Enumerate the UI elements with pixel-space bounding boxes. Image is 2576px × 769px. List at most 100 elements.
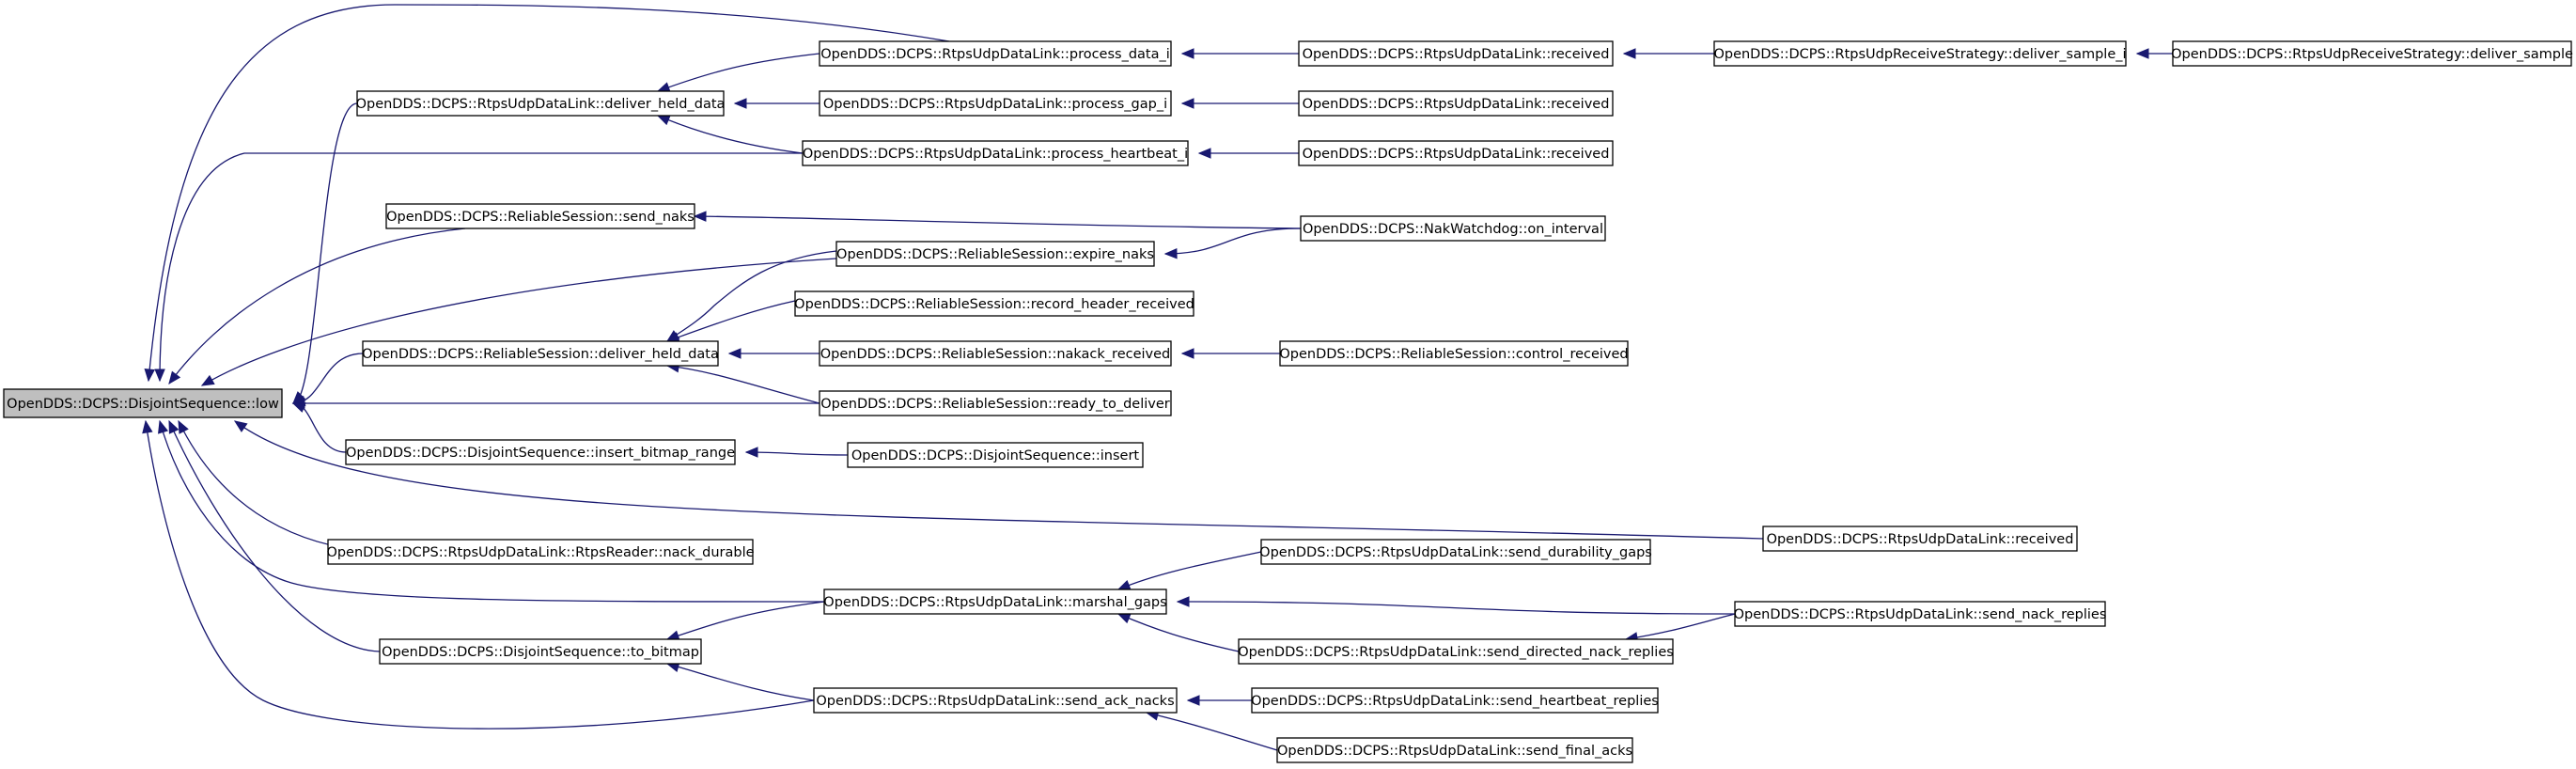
node-opendds-dcps-rtpsudpdatalink-send-heartbeat-replies[interactable]: OpenDDS::DCPS::RtpsUdpDataLink::send_hea… <box>1251 687 1659 714</box>
node-opendds-dcps-rtpsudpdatalink-send-nack-replies[interactable]: OpenDDS::DCPS::RtpsUdpDataLink::send_nac… <box>1734 601 2107 627</box>
node-label: OpenDDS::DCPS::NakWatchdog::on_interval <box>1303 222 1603 237</box>
node-label: OpenDDS::DCPS::ReliableSession::deliver_… <box>362 347 719 362</box>
node-box <box>819 90 1172 117</box>
node-label: OpenDDS::DCPS::RtpsUdpDataLink::marshal_… <box>823 595 1166 610</box>
node-opendds-dcps-disjointsequence-to-bitmap[interactable]: OpenDDS::DCPS::DisjointSequence::to_bitm… <box>379 638 702 665</box>
node-opendds-dcps-rtpsudpdatalink-process-heartbeat-i[interactable]: OpenDDS::DCPS::RtpsUdpDataLink::process_… <box>802 140 1189 166</box>
node-box <box>327 539 754 565</box>
node-box <box>1298 40 1614 67</box>
node-label: OpenDDS::DCPS::DisjointSequence::insert_… <box>346 446 735 461</box>
node-box <box>379 638 702 665</box>
node-box <box>1260 539 1651 565</box>
node-opendds-dcps-rtpsudpdatalink-received[interactable]: OpenDDS::DCPS::RtpsUdpDataLink::received <box>1298 40 1614 67</box>
node-opendds-dcps-rtpsudpdatalink-send-ack-nacks[interactable]: OpenDDS::DCPS::RtpsUdpDataLink::send_ack… <box>813 687 1178 714</box>
node-opendds-dcps-disjointsequence-insert-bitmap-range[interactable]: OpenDDS::DCPS::DisjointSequence::insert_… <box>345 439 736 465</box>
node-box <box>1300 215 1606 242</box>
node-label: OpenDDS::DCPS::RtpsUdpDataLink::send_dir… <box>1238 645 1674 660</box>
node-opendds-dcps-rtpsudpdatalink-marshal-gaps[interactable]: OpenDDS::DCPS::RtpsUdpDataLink::marshal_… <box>823 589 1167 615</box>
arrow-head-icon <box>1622 48 1636 59</box>
node-box <box>794 290 1194 317</box>
edge-opendds-dcps-rtpsudpdatalink-send-directed-nack-replies-to-opendds-dcps-rtpsudpdatalink-marshal-gaps <box>1117 613 1240 652</box>
node-opendds-dcps-disjointsequence-insert[interactable]: OpenDDS::DCPS::DisjointSequence::insert <box>847 442 1144 468</box>
node-opendds-dcps-reliablesession-control-received[interactable]: OpenDDS::DCPS::ReliableSession::control_… <box>1279 340 1629 367</box>
node-box <box>819 390 1172 416</box>
node-opendds-dcps-rtpsudpdatalink-received[interactable]: OpenDDS::DCPS::RtpsUdpDataLink::received <box>1762 526 2078 552</box>
node-label: OpenDDS::DCPS::ReliableSession::send_nak… <box>386 210 695 225</box>
node-opendds-dcps-rtpsudpdatalink-process-data-i[interactable]: OpenDDS::DCPS::RtpsUdpDataLink::process_… <box>819 40 1172 67</box>
node-label: OpenDDS::DCPS::RtpsUdpDataLink::received <box>1303 47 1610 62</box>
arrow-head-icon <box>744 447 758 458</box>
node-box <box>1276 737 1633 763</box>
node-label: OpenDDS::DCPS::ReliableSession::expire_n… <box>836 247 1154 262</box>
arrow-head-icon <box>1180 48 1194 59</box>
edge-opendds-dcps-rtpsudpdatalink-process-heartbeat-i-to-opendds-dcps-disjointsequence-low <box>159 152 803 382</box>
node-label: OpenDDS::DCPS::RtpsUdpDataLink::send_fin… <box>1277 744 1632 759</box>
edge-opendds-dcps-reliablesession-expire-naks-to-opendds-dcps-disjointsequence-low <box>201 258 837 386</box>
arrow-head-icon <box>154 369 165 383</box>
node-label: OpenDDS::DCPS::RtpsUdpDataLink::send_dur… <box>1259 545 1652 560</box>
node-label: OpenDDS::DCPS::RtpsUdpDataLink::process_… <box>820 47 1170 62</box>
node-opendds-dcps-reliablesession-ready-to-deliver[interactable]: OpenDDS::DCPS::ReliableSession::ready_to… <box>819 390 1172 416</box>
arrow-head-icon <box>727 348 742 359</box>
node-box <box>1762 526 2078 552</box>
node-opendds-dcps-rtpsudpreceivestrategy-deliver-sample[interactable]: OpenDDS::DCPS::RtpsUdpReceiveStrategy::d… <box>2171 40 2573 67</box>
node-label: OpenDDS::DCPS::ReliableSession::ready_to… <box>820 397 1170 412</box>
arrow-head-icon <box>1116 613 1132 624</box>
node-label: OpenDDS::DCPS::ReliableSession::control_… <box>1279 347 1628 362</box>
node-opendds-dcps-reliablesession-nakack-received[interactable]: OpenDDS::DCPS::ReliableSession::nakack_r… <box>819 340 1172 367</box>
node-opendds-dcps-reliablesession-deliver-held-data[interactable]: OpenDDS::DCPS::ReliableSession::deliver_… <box>362 340 719 367</box>
arrow-head-icon <box>1176 596 1190 607</box>
node-box <box>362 340 719 367</box>
node-opendds-dcps-disjointsequence-low[interactable]: OpenDDS::DCPS::DisjointSequence::low <box>3 388 283 418</box>
node-box <box>819 340 1172 367</box>
arrow-head-icon <box>733 98 747 109</box>
arrow-head-icon <box>168 370 181 385</box>
edge-opendds-dcps-disjointsequence-insert-to-opendds-dcps-disjointsequence-insert-bitmap-range <box>745 451 849 456</box>
node-label: OpenDDS::DCPS::RtpsUdpDataLink::send_nac… <box>1734 607 2107 622</box>
node-opendds-dcps-rtpsudpdatalink-rtpsreader-nack-durable[interactable]: OpenDDS::DCPS::RtpsUdpDataLink::RtpsRead… <box>326 539 755 565</box>
node-opendds-dcps-rtpsudpdatalink-send-final-acks[interactable]: OpenDDS::DCPS::RtpsUdpDataLink::send_fin… <box>1276 737 1633 763</box>
edge-opendds-dcps-rtpsudpdatalink-send-nack-replies-to-opendds-dcps-rtpsudpdatalink-send-directed-nack-replies <box>1625 613 1736 640</box>
edge-opendds-dcps-nakwatchdog-on-interval-to-opendds-dcps-reliablesession-send-naks <box>694 215 1302 229</box>
node-label: OpenDDS::DCPS::RtpsUdpDataLink::received <box>1303 97 1610 112</box>
node-label: OpenDDS::DCPS::RtpsUdpDataLink::received <box>1767 532 2074 547</box>
arrow-head-icon <box>158 419 169 434</box>
arrow-head-icon <box>168 419 180 434</box>
arrow-head-icon <box>1186 695 1200 706</box>
node-box <box>1734 601 2106 627</box>
node-opendds-dcps-rtpsudpdatalink-deliver-held-data[interactable]: OpenDDS::DCPS::RtpsUdpDataLink::deliver_… <box>356 90 726 117</box>
node-opendds-dcps-reliablesession-record-header-received[interactable]: OpenDDS::DCPS::ReliableSession::record_h… <box>794 290 1194 317</box>
node-box <box>813 687 1178 714</box>
edge-opendds-dcps-rtpsudpdatalink-received-to-opendds-dcps-disjointsequence-low <box>234 420 1764 540</box>
edge-opendds-dcps-reliablesession-expire-naks-to-opendds-dcps-reliablesession-deliver-held-data <box>666 250 837 342</box>
node-opendds-dcps-rtpsudpdatalink-process-gap-i[interactable]: OpenDDS::DCPS::RtpsUdpDataLink::process_… <box>819 90 1172 117</box>
node-opendds-dcps-rtpsudpdatalink-send-durability-gaps[interactable]: OpenDDS::DCPS::RtpsUdpDataLink::send_dur… <box>1259 539 1652 565</box>
node-opendds-dcps-rtpsudpdatalink-send-directed-nack-replies[interactable]: OpenDDS::DCPS::RtpsUdpDataLink::send_dir… <box>1238 638 1674 665</box>
node-box <box>1251 687 1659 714</box>
edge-opendds-dcps-rtpsudpdatalink-marshal-gaps-to-opendds-dcps-disjointsequence-to-bitmap <box>666 601 825 640</box>
node-label: OpenDDS::DCPS::RtpsUdpDataLink::send_ack… <box>816 694 1174 709</box>
arrow-head-icon <box>178 419 189 434</box>
node-opendds-dcps-nakwatchdog-on-interval[interactable]: OpenDDS::DCPS::NakWatchdog::on_interval <box>1300 215 1606 242</box>
node-opendds-dcps-rtpsudpdatalink-received[interactable]: OpenDDS::DCPS::RtpsUdpDataLink::received <box>1298 140 1614 166</box>
edge-opendds-dcps-rtpsudpdatalink-deliver-held-data-to-opendds-dcps-disjointsequence-low <box>292 102 358 404</box>
node-box <box>2172 40 2572 67</box>
edge-opendds-dcps-rtpsudpdatalink-send-final-acks-to-opendds-dcps-rtpsudpdatalink-send-ack-nacks <box>1146 712 1278 751</box>
node-box <box>802 140 1189 166</box>
node-box <box>1298 90 1614 117</box>
node-opendds-dcps-reliablesession-send-naks[interactable]: OpenDDS::DCPS::ReliableSession::send_nak… <box>385 203 695 229</box>
node-opendds-dcps-reliablesession-expire-naks[interactable]: OpenDDS::DCPS::ReliableSession::expire_n… <box>835 241 1155 267</box>
node-label: OpenDDS::DCPS::ReliableSession::record_h… <box>794 297 1194 312</box>
edge-opendds-dcps-nakwatchdog-on-interval-to-opendds-dcps-reliablesession-expire-naks <box>1164 228 1302 255</box>
node-box <box>1279 340 1629 367</box>
edge-opendds-dcps-rtpsudpdatalink-send-durability-gaps-to-opendds-dcps-rtpsudpdatalink-marshal-gaps <box>1117 551 1262 590</box>
arrow-head-icon <box>1180 98 1194 109</box>
arrow-head-icon <box>200 374 215 386</box>
edge-opendds-dcps-reliablesession-send-naks-to-opendds-dcps-disjointsequence-low <box>168 228 466 384</box>
arrow-head-icon <box>1180 348 1194 359</box>
arrow-head-icon <box>291 402 306 413</box>
arrow-head-icon <box>1163 247 1178 259</box>
node-box <box>3 388 283 418</box>
node-opendds-dcps-rtpsudpdatalink-received[interactable]: OpenDDS::DCPS::RtpsUdpDataLink::received <box>1298 90 1614 117</box>
node-opendds-dcps-rtpsudpreceivestrategy-deliver-sample-i[interactable]: OpenDDS::DCPS::RtpsUdpReceiveStrategy::d… <box>1713 40 2127 67</box>
